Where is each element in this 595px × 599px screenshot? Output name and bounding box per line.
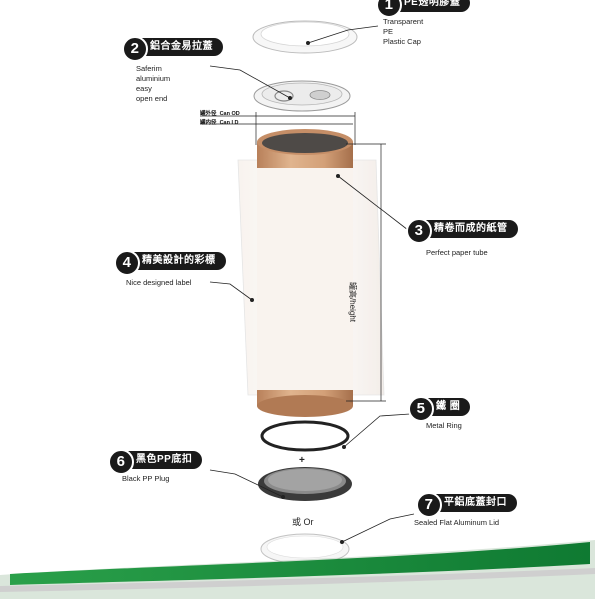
inner-diameter-en: Can I D bbox=[219, 120, 239, 126]
inner-diameter-zh: 罐内径 bbox=[200, 120, 217, 126]
chinese-label: 精卷而成的紙管 bbox=[434, 223, 508, 234]
diameter-dimension-lines bbox=[200, 112, 356, 145]
number-badge: 7 bbox=[416, 492, 442, 518]
paper-tube bbox=[257, 129, 353, 417]
outer-diameter-zh: 罐外径 bbox=[200, 111, 217, 117]
chinese-label: 鐵 圈 bbox=[436, 401, 461, 412]
english-label: Metal Ring bbox=[426, 421, 462, 430]
english-label: Transparent PE Plastic Cap bbox=[383, 17, 424, 46]
chinese-label: 平鋁底蓋封口 bbox=[444, 497, 507, 508]
chinese-label: PE透明膠蓋 bbox=[404, 0, 461, 8]
height-label: 罐高/height bbox=[348, 282, 357, 323]
pill-label: 4 精美設計的彩標 bbox=[114, 250, 226, 276]
pill-label: 7 平鋁底蓋封口 bbox=[416, 492, 517, 518]
height-dimension-line bbox=[346, 143, 386, 402]
english-label: Perfect paper tube bbox=[426, 248, 488, 257]
number-badge: 3 bbox=[406, 218, 432, 244]
pill-label: 6 黑色PP底扣 bbox=[108, 449, 203, 475]
outer-diameter-en: Can OD bbox=[219, 111, 240, 117]
flat-aluminum-lid bbox=[260, 533, 350, 565]
english-label: Sealed Flat Aluminum Lid bbox=[414, 518, 500, 527]
outer-diameter-label: 罐外径 Can OD bbox=[200, 109, 240, 117]
number-badge: 6 bbox=[108, 449, 134, 475]
pill-label: 3 精卷而成的紙管 bbox=[406, 218, 518, 244]
transparent-pe-cap bbox=[252, 20, 358, 54]
easy-open-end bbox=[253, 80, 351, 112]
or-text: 或 Or bbox=[292, 517, 314, 527]
chinese-label: 鋁合金易拉蓋 bbox=[150, 41, 213, 52]
english-label: Nice designed label bbox=[126, 278, 192, 287]
chinese-label: 黑色PP底扣 bbox=[136, 454, 193, 465]
english-label: Black PP Plug bbox=[122, 474, 170, 483]
pill-label: 1 PE透明膠蓋 bbox=[376, 0, 471, 18]
number-badge: 2 bbox=[122, 36, 148, 62]
inner-diameter-label: 罐内径 Can I D bbox=[200, 118, 239, 126]
number-badge: 5 bbox=[408, 396, 434, 422]
plus-sign: + bbox=[299, 455, 305, 466]
metal-ring bbox=[260, 420, 350, 452]
chinese-label: 精美設計的彩標 bbox=[142, 255, 216, 266]
pill-label: 5 鐵 圈 bbox=[408, 396, 471, 422]
green-swoosh-banner bbox=[0, 540, 595, 599]
black-pp-plug bbox=[258, 467, 352, 501]
leader-lines bbox=[209, 25, 415, 545]
pill-label: 2 鋁合金易拉蓋 bbox=[122, 36, 223, 62]
number-badge: 1 bbox=[376, 0, 402, 18]
english-label: Saferim aluminium easy open end bbox=[136, 64, 171, 103]
number-badge: 4 bbox=[114, 250, 140, 276]
